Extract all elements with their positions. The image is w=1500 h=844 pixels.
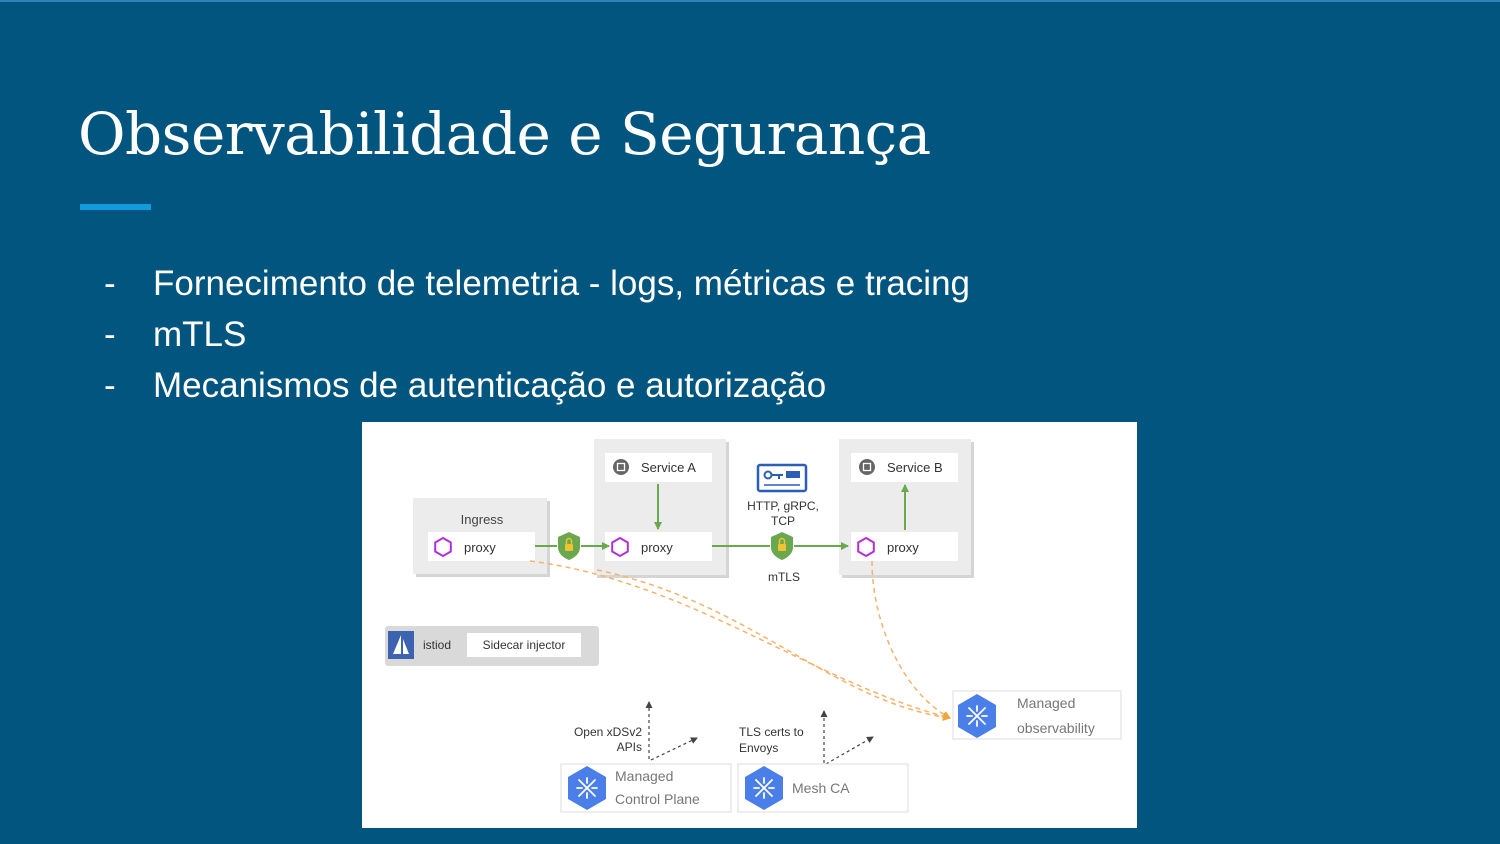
proxy-hexagon-icon	[434, 536, 452, 558]
bullet-text: Mecanismos de autenticação e autorização	[153, 366, 827, 405]
service-b-label: Service B	[887, 460, 943, 475]
title-accent-bar	[80, 204, 151, 210]
control-plane-line1: Managed	[615, 768, 673, 784]
xds-arrows	[645, 701, 698, 761]
bullet-marker: -	[104, 315, 116, 354]
istiod-label: istiod	[423, 638, 451, 652]
top-border-line	[0, 0, 1500, 2]
shield-lock-icon	[770, 531, 794, 561]
telemetry-dashed-lines	[529, 560, 951, 722]
service-b-proxy-label: proxy	[887, 540, 919, 555]
protocols-label-line1: HTTP, gRPC,	[747, 499, 819, 513]
mtls-label: mTLS	[768, 570, 800, 584]
proxy-hexagon-icon	[611, 536, 629, 558]
bullet-marker: -	[104, 366, 116, 405]
xds-label-line1: Open xDSv2	[574, 725, 642, 739]
bullet-item: -mTLS	[104, 309, 970, 360]
control-plane-line2: Control Plane	[615, 791, 700, 807]
service-chip-icon	[859, 459, 875, 475]
managed-observability-line2: observability	[1017, 720, 1095, 736]
service-b-box: Service B proxy	[839, 439, 974, 578]
shield-lock-icon	[557, 531, 581, 561]
bullet-item: -Mecanismos de autenticação e autorizaçã…	[104, 360, 970, 411]
service-a-box: Service A proxy	[594, 439, 729, 578]
ingress-label: Ingress	[461, 512, 504, 527]
ingress-box: Ingress proxy	[413, 498, 550, 577]
protocols-label-line2: TCP	[771, 514, 795, 528]
mesh-ca-box: Mesh CA	[737, 763, 909, 813]
certificate-key-icon	[756, 463, 808, 493]
xds-label-line2: APIs	[617, 740, 642, 754]
service-a-proxy-label: proxy	[641, 540, 673, 555]
service-chip-icon	[613, 459, 629, 475]
tls-arrows	[820, 710, 874, 765]
traffic-arrows	[535, 484, 909, 550]
ingress-proxy-label: proxy	[464, 540, 496, 555]
bullet-marker: -	[104, 264, 116, 303]
managed-observability-line1: Managed	[1017, 695, 1075, 711]
istiod-box: istiod Sidecar injector	[385, 626, 599, 666]
bullet-text: mTLS	[153, 315, 247, 354]
managed-control-plane-box: Managed Control Plane	[560, 763, 732, 813]
sidecar-injector-label: Sidecar injector	[483, 638, 566, 652]
bullet-text: Fornecimento de telemetria - logs, métri…	[153, 264, 970, 303]
service-mesh-diagram: Ingress proxy Service A proxy Service B …	[362, 422, 1137, 828]
tls-label-line1: TLS certs to	[739, 725, 804, 739]
slide-title: Observabilidade e Segurança	[78, 100, 931, 168]
service-a-label: Service A	[641, 460, 696, 475]
tls-label-line2: Envoys	[739, 741, 778, 755]
mesh-ca-label: Mesh CA	[792, 780, 850, 796]
managed-observability-box: Managed observability	[952, 690, 1122, 740]
bullet-item: -Fornecimento de telemetria - logs, métr…	[104, 258, 970, 309]
bullet-list: -Fornecimento de telemetria - logs, métr…	[104, 258, 970, 411]
proxy-hexagon-icon	[857, 536, 875, 558]
